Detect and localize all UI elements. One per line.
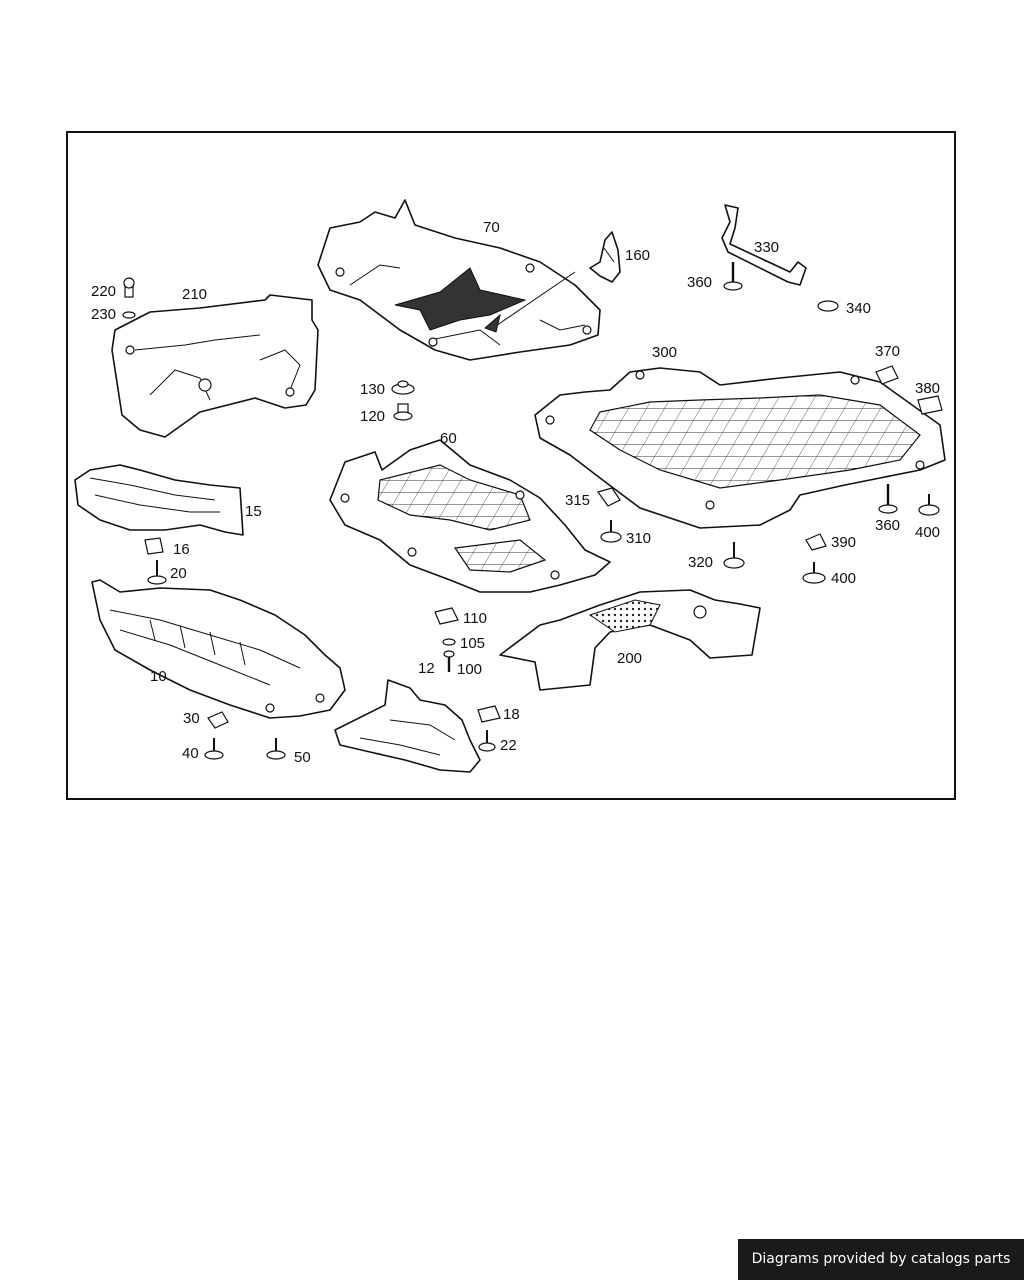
callout-360-b: 360 [875, 517, 900, 534]
callout-210: 210 [182, 286, 207, 303]
part-110-shape [434, 607, 459, 625]
part-50-shape [266, 738, 286, 760]
part-230-shape [122, 311, 136, 319]
part-400a-shape [918, 494, 940, 516]
part-300-shape [534, 367, 946, 529]
callout-220: 220 [91, 283, 116, 300]
part-160-shape [589, 231, 621, 283]
callout-370: 370 [875, 343, 900, 360]
part-340-shape [817, 300, 839, 312]
callout-70: 70 [483, 219, 500, 236]
part-130-shape [391, 380, 415, 395]
part-210-shape [111, 294, 319, 438]
callout-330: 330 [754, 239, 779, 256]
part-120-shape [393, 403, 413, 421]
part-390-shape [805, 533, 827, 551]
callout-400-b: 400 [831, 570, 856, 587]
callout-300: 300 [652, 344, 677, 361]
callout-100: 100 [457, 661, 482, 678]
part-310-shape [600, 520, 622, 543]
part-16-shape [144, 537, 164, 555]
part-70-shape [317, 199, 601, 361]
part-320-shape [723, 542, 745, 569]
callout-340: 340 [846, 300, 871, 317]
part-20-shape [147, 560, 167, 585]
part-400b-shape [802, 562, 826, 584]
part-370-shape [875, 365, 899, 385]
part-315-shape [597, 487, 621, 507]
part-330-shape [721, 204, 807, 286]
callout-15: 15 [245, 503, 262, 520]
callout-22: 22 [500, 737, 517, 754]
callout-315: 315 [565, 492, 590, 509]
callout-130: 130 [360, 381, 385, 398]
callout-20: 20 [170, 565, 187, 582]
part-30-shape [207, 711, 229, 729]
part-40-shape [204, 738, 224, 760]
diagram-credit-badge: Diagrams provided by catalogs parts [738, 1239, 1024, 1280]
part-360a-shape [723, 262, 743, 291]
callout-310: 310 [626, 530, 651, 547]
callout-380: 380 [915, 380, 940, 397]
part-105-shape [442, 638, 456, 646]
callout-400-a: 400 [915, 524, 940, 541]
part-200-shape [499, 589, 761, 691]
part-lower-liner-shape [334, 679, 481, 773]
part-220-shape [123, 277, 135, 298]
callout-390: 390 [831, 534, 856, 551]
part-15-shape [74, 464, 244, 536]
callout-30: 30 [183, 710, 200, 727]
callout-105: 105 [460, 635, 485, 652]
callout-110: 110 [463, 610, 487, 627]
callout-18: 18 [503, 706, 520, 723]
part-18-shape [477, 705, 501, 723]
part-60-shape [329, 439, 611, 593]
part-380-shape [917, 395, 943, 415]
callout-60: 60 [440, 430, 457, 447]
callout-50: 50 [294, 749, 311, 766]
part-22-shape [478, 730, 496, 752]
callout-40: 40 [182, 745, 199, 762]
part-360b-shape [878, 484, 898, 514]
callout-12: 12 [418, 660, 435, 677]
callout-230: 230 [91, 306, 116, 323]
part-10-shape [91, 579, 346, 719]
callout-10: 10 [150, 668, 167, 685]
callout-360-a: 360 [687, 274, 712, 291]
callout-200: 200 [617, 650, 642, 667]
callout-16: 16 [173, 541, 190, 558]
callout-160: 160 [625, 247, 650, 264]
part-100-shape [443, 650, 455, 672]
callout-320: 320 [688, 554, 713, 571]
callout-120: 120 [360, 408, 385, 425]
